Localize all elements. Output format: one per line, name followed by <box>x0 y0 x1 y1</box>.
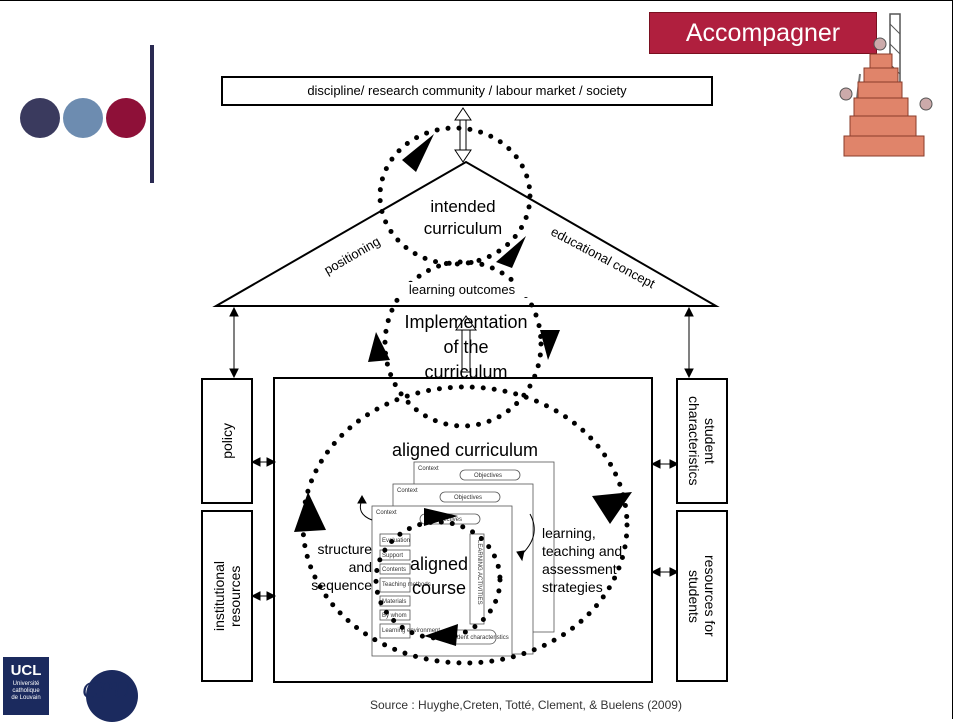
card-context-label-2: Context <box>397 488 418 494</box>
policy-box: policy <box>201 378 253 504</box>
central-hollow-arrow-icon <box>455 315 477 373</box>
blue-dot-icon <box>63 98 103 138</box>
learning-outcomes-label: learning outcomes <box>392 282 532 297</box>
implementation-label: Implementation of the curriculum <box>404 312 528 382</box>
card-objectives-label: Objectives <box>474 473 502 479</box>
card-support-label: Support <box>382 553 403 559</box>
card-evaluation-label: Evaluation <box>382 538 410 544</box>
student-characteristics-box: student characteristics <box>676 378 728 504</box>
institutional-resources-label: institutional resources <box>211 560 243 632</box>
card-objectives-label-2: Objectives <box>454 495 482 501</box>
resources-for-students-label: resources for students <box>686 555 718 637</box>
aligned-curriculum-box <box>273 377 653 683</box>
card-student-char-label: Student characteristics <box>448 635 509 641</box>
card-curved-arrows <box>357 494 535 562</box>
connector-arrows <box>229 306 694 601</box>
card-materials-label: Materials <box>382 599 406 605</box>
structure-sequence-label: structure and sequence <box>311 541 372 593</box>
cycle-arrowheads <box>294 134 632 646</box>
accompagner-banner: Accompagner <box>649 12 877 54</box>
cpu-logo: CPU <box>56 668 146 722</box>
intended-curriculum-label: intended curriculum <box>423 197 503 238</box>
policy-label: policy <box>219 423 235 459</box>
context-box: discipline/ research community / labour … <box>221 76 713 106</box>
card-objectives-label-3: Objectives <box>434 517 462 523</box>
dark-dot-icon <box>20 98 60 138</box>
card-context-label-3: Context <box>376 510 397 516</box>
student-characteristics-label: student characteristics <box>686 396 718 486</box>
resources-for-students-box: resources for students <box>676 510 728 682</box>
strategies-label: learning, teaching and assessment strate… <box>542 525 623 595</box>
cpu-logo-text: CPU <box>82 678 130 704</box>
intended-curriculum-triangle <box>212 160 720 307</box>
double-arrow-top-icon <box>454 107 472 163</box>
ucl-logo-text: UCL <box>10 662 42 679</box>
aligned-course-label: aligned course <box>409 554 469 598</box>
cpu-logo-circle-icon <box>86 670 138 722</box>
card-bywhom-label: By whom <box>382 613 407 619</box>
card-contents-label: Contents <box>382 567 406 573</box>
red-dot-icon <box>106 98 146 138</box>
card-learning-activities-label: LEARNING ACTIVITIES <box>476 540 482 605</box>
ucl-logo: UCL Université catholique de Louvain <box>3 657 49 715</box>
source-citation: Source : Huyghe,Creten, Totté, Clement, … <box>370 698 682 712</box>
card-context-label: Context <box>418 466 439 472</box>
page-cards-stack <box>371 461 555 657</box>
card-teaching-label: Teaching methods <box>382 582 431 588</box>
accent-bar <box>150 45 154 183</box>
institutional-resources-box: institutional resources <box>201 510 253 682</box>
ucl-logo-subtext: Université catholique de Louvain <box>11 681 41 701</box>
aligned-curriculum-label: aligned curriculum <box>391 440 539 460</box>
